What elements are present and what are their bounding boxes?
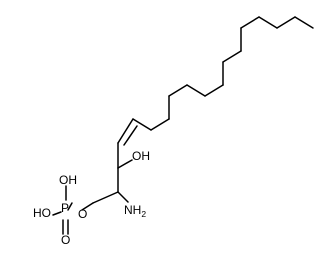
bond-c2-nh2 (117, 191, 129, 203)
bond-tail-9 (186, 84, 206, 97)
bond-c3-oh (117, 159, 133, 169)
bond-tail-4 (240, 16, 260, 29)
bond-tail-8 (204, 84, 224, 97)
carbon-chain (81, 16, 314, 211)
phosphate-double-oxygen-label: O (61, 233, 70, 247)
bond-double-inner (123, 125, 138, 146)
phosphate-hydroxyl-left-label: HO (33, 206, 51, 220)
amine-label-subscript: 2 (141, 209, 146, 219)
phosphate-hydroxyl-upper-label: OH (59, 173, 77, 187)
phosphate-group (52, 185, 73, 235)
bond-tail-2 (276, 16, 296, 29)
bond-o-p (67, 202, 73, 211)
bond-c1-o (81, 202, 94, 211)
amine-label-main: NH (124, 203, 141, 217)
bond-tail-12 (150, 118, 170, 131)
bond-tail-6 (222, 50, 242, 63)
ester-oxygen-label: O (78, 207, 87, 221)
bond-tail-1 (294, 16, 314, 29)
bond-p-ho-left (52, 211, 62, 216)
hydroxyl-label: OH (132, 149, 150, 163)
bond-tail-10 (168, 84, 188, 97)
amine-label: NH2 (124, 203, 146, 219)
atom-labels: OH NH2 O P OH HO O (33, 149, 150, 247)
bond-tail-13 (132, 118, 152, 131)
bond-c2-c1 (92, 191, 119, 204)
phosphorus-label: P (61, 201, 69, 215)
bond-tail-3 (258, 16, 278, 29)
bond-double-outer (117, 118, 134, 144)
